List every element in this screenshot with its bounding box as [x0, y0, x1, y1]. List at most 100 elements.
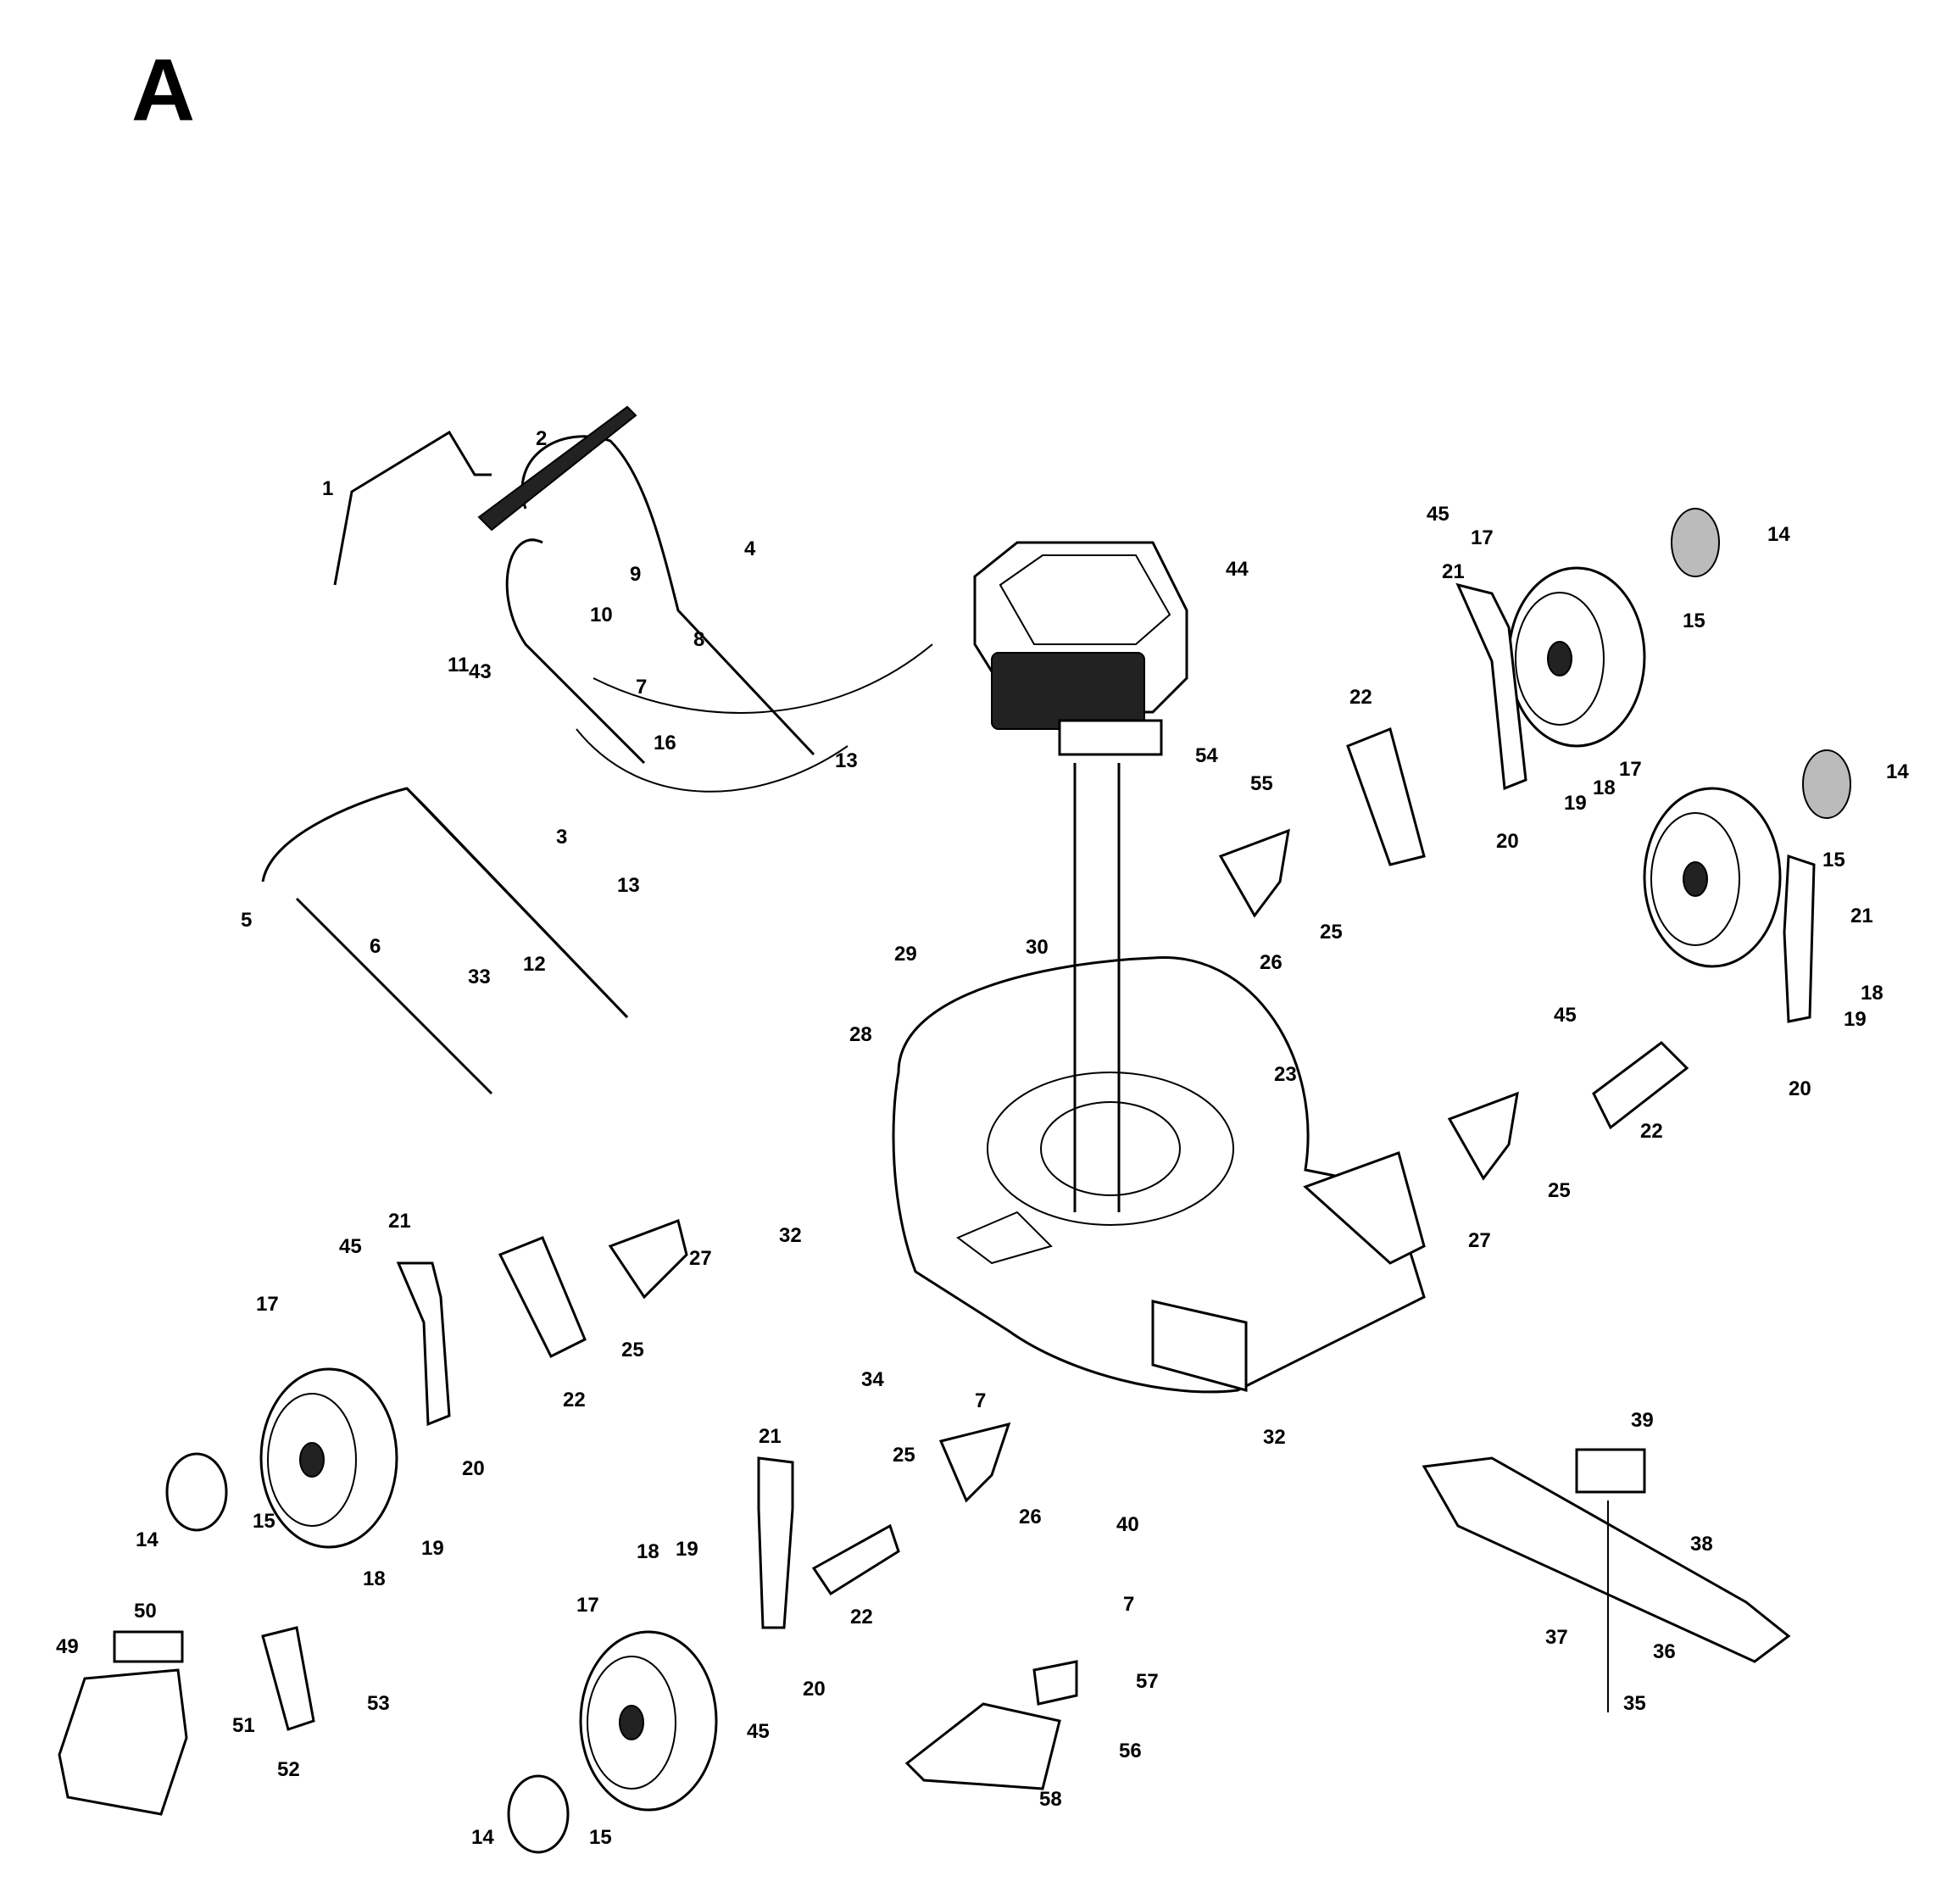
callout-label: 13	[617, 874, 640, 897]
callout-label: 38	[1690, 1533, 1713, 1556]
callout-label: 20	[1789, 1077, 1811, 1100]
callout-label: 21	[1850, 905, 1873, 927]
callout-label: 25	[893, 1444, 915, 1467]
callout-label: 17	[1619, 758, 1642, 781]
selector-27-a	[608, 1219, 688, 1300]
callout-label: 43	[469, 660, 492, 683]
callout-label: 14	[1886, 760, 1909, 783]
callout-label: 17	[256, 1293, 279, 1316]
callout-label: 33	[468, 966, 491, 988]
wheel-front-left	[579, 1630, 718, 1812]
selector-26-b	[1218, 828, 1290, 918]
callout-label: 53	[367, 1692, 390, 1715]
callout-label: 20	[803, 1678, 826, 1701]
callout-label: 7	[636, 676, 647, 699]
callout-label: 12	[523, 953, 546, 976]
callout-label: 18	[1593, 777, 1616, 799]
callout-label: 22	[1640, 1120, 1663, 1143]
axle-22-b	[811, 1523, 900, 1596]
callout-label: 18	[363, 1567, 386, 1590]
callout-label: 27	[1468, 1229, 1491, 1252]
callout-label: 28	[849, 1023, 872, 1046]
callout-label: 8	[693, 628, 704, 651]
callout-label: 4	[744, 537, 756, 560]
label-plate	[113, 1630, 184, 1663]
engine	[973, 541, 1188, 1212]
callout-label: 21	[1442, 560, 1465, 583]
callout-label: 45	[1554, 1004, 1577, 1027]
callout-label: 19	[676, 1538, 698, 1561]
callout-label: 57	[1136, 1670, 1159, 1693]
callout-label: 13	[835, 749, 858, 772]
mower-deck	[892, 956, 1426, 1394]
callout-label: 20	[1496, 830, 1519, 853]
callout-label: 32	[779, 1224, 802, 1247]
callout-label: 21	[759, 1425, 782, 1448]
callout-label: 51	[232, 1714, 255, 1737]
callout-label: 35	[1623, 1692, 1646, 1715]
callout-label: 27	[689, 1247, 712, 1270]
grass-deflector	[904, 1702, 1061, 1790]
deflector-bracket	[1032, 1660, 1078, 1706]
callout-label: 15	[1822, 849, 1845, 871]
callout-label: 22	[563, 1389, 586, 1411]
callout-label: 15	[253, 1510, 275, 1533]
callout-label: 15	[1683, 610, 1705, 632]
callout-label: 5	[241, 909, 252, 932]
callout-label: 17	[576, 1594, 599, 1617]
callout-label: 17	[1471, 526, 1494, 549]
callout-label: 19	[1844, 1008, 1867, 1031]
hubcap-14-b	[507, 1774, 570, 1854]
callout-labels: 1 2 3 4 5 6 7 7 7 8 9 10 11 12 13 13 14 …	[56, 427, 1909, 1849]
callout-label: 45	[747, 1720, 770, 1743]
rear-flap	[58, 1668, 188, 1816]
callout-label: 36	[1653, 1640, 1676, 1663]
blade-adapter	[1575, 1448, 1646, 1494]
callout-label: 49	[56, 1635, 79, 1658]
axle-22-d	[1592, 1041, 1689, 1130]
callout-label: 22	[1349, 686, 1372, 709]
selector-27-b	[1447, 1091, 1519, 1181]
callout-label: 1	[322, 477, 333, 500]
callout-label: 34	[861, 1368, 884, 1391]
lower-handle	[261, 787, 629, 1095]
callout-label: 23	[1274, 1063, 1297, 1086]
callout-label: 20	[462, 1457, 485, 1480]
upper-handle	[333, 405, 933, 793]
callout-label: 29	[894, 943, 917, 966]
callout-label: 7	[975, 1389, 986, 1412]
callout-label: 14	[1767, 523, 1790, 546]
hubcap-14-d	[1802, 749, 1851, 819]
callout-label: 45	[1427, 503, 1449, 526]
callout-label: 44	[1226, 558, 1249, 581]
callout-label: 7	[1123, 1593, 1134, 1616]
hubcap-14-c	[1671, 508, 1720, 577]
hubcap-14-a	[165, 1452, 228, 1532]
callout-label: 50	[134, 1600, 157, 1623]
callout-label: 45	[339, 1235, 362, 1258]
callout-label: 22	[850, 1606, 873, 1628]
bracket-21-b	[757, 1456, 794, 1629]
callout-label: 14	[136, 1528, 159, 1551]
callout-label: 16	[654, 732, 676, 754]
callout-label: 26	[1260, 951, 1283, 974]
callout-label: 21	[388, 1210, 411, 1233]
selector-26-a	[938, 1422, 1011, 1503]
callout-label: 26	[1019, 1506, 1042, 1528]
callout-label: 6	[370, 935, 381, 958]
callout-label: 54	[1195, 744, 1218, 767]
callout-label: 19	[1564, 792, 1587, 815]
callout-label: 56	[1119, 1740, 1142, 1762]
callout-label: 9	[630, 563, 641, 586]
callout-label: 18	[1861, 982, 1883, 1005]
callout-label: 18	[637, 1540, 659, 1563]
bracket-21-d	[1783, 854, 1816, 1023]
callout-label: 39	[1631, 1409, 1654, 1432]
callout-label: 25	[621, 1339, 644, 1361]
callout-label: 15	[589, 1826, 612, 1849]
flap-hinge	[261, 1626, 315, 1731]
bracket-21-a	[396, 1261, 451, 1427]
blade	[1422, 1456, 1791, 1663]
callout-label: 37	[1545, 1626, 1568, 1649]
